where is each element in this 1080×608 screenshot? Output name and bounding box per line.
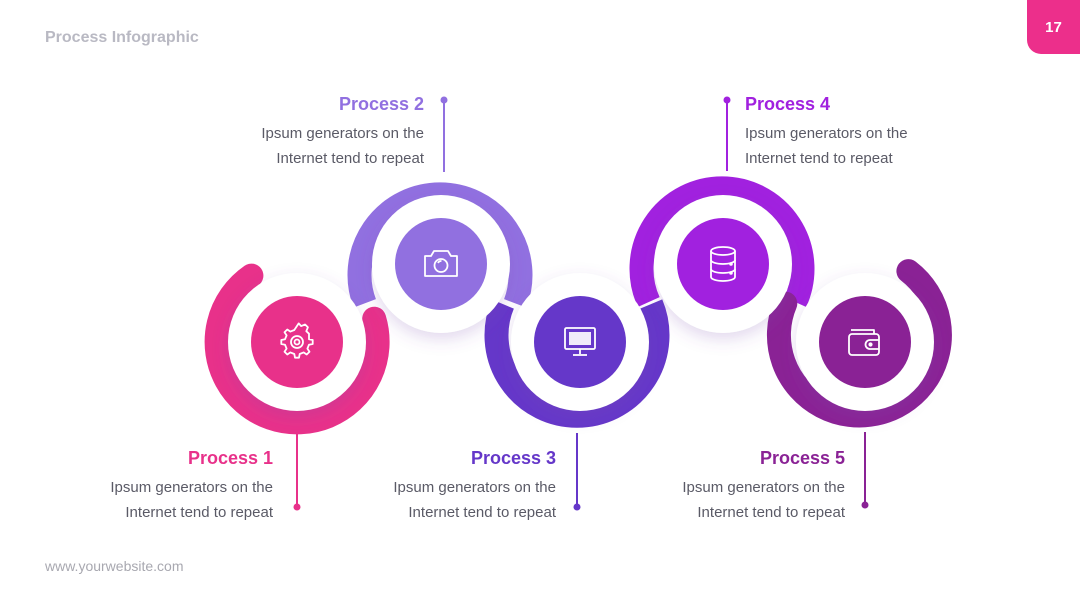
gear-icon [280, 322, 314, 359]
camera-icon [424, 250, 458, 277]
connector-3 [573, 433, 581, 511]
ring-process-5 [766, 259, 952, 428]
ring-process-2 [347, 182, 533, 308]
database-icon [710, 246, 736, 282]
connector-4 [723, 96, 731, 171]
label-process-4: Process 4 Ipsum generators on the Intern… [745, 93, 985, 171]
label-process-5: Process 5 Ipsum generators on the Intern… [605, 447, 845, 525]
process-1-description: Ipsum generators on the Internet tend to… [33, 475, 273, 525]
wallet-icon [848, 329, 880, 356]
process-5-description: Ipsum generators on the Internet tend to… [605, 475, 845, 525]
process-3-desc-line-1: Ipsum generators on the [393, 479, 556, 496]
process-3-desc-line-2: Internet tend to repeat [408, 504, 556, 521]
label-process-3: Process 3 Ipsum generators on the Intern… [316, 447, 556, 525]
process-3-description: Ipsum generators on the Internet tend to… [316, 475, 556, 525]
process-1-desc-line-2: Internet tend to repeat [125, 504, 273, 521]
process-5-desc-line-1: Ipsum generators on the [682, 479, 845, 496]
connector-2 [440, 96, 448, 172]
slide-title: Process Infographic [45, 29, 199, 46]
ring-process-1 [204, 263, 390, 435]
process-2-desc-line-2: Internet tend to repeat [276, 150, 424, 167]
process-3-title: Process 3 [470, 448, 556, 468]
process-4-title: Process 4 [745, 94, 831, 114]
process-2-title: Process 2 [338, 94, 424, 114]
process-2-description: Ipsum generators on the Internet tend to… [184, 121, 424, 171]
process-2-desc-line-1: Ipsum generators on the [261, 125, 424, 142]
label-process-2: Process 2 Ipsum generators on the Intern… [184, 93, 424, 171]
ring-process-4 [629, 176, 815, 308]
process-4-desc-line-2: Internet tend to repeat [745, 150, 893, 167]
label-process-1: Process 1 Ipsum generators on the Intern… [33, 447, 273, 525]
connector-5 [861, 432, 869, 509]
disc-process-2 [395, 218, 487, 310]
disc-process-5 [819, 296, 911, 388]
process-5-title: Process 5 [759, 448, 845, 468]
disc-process-1 [251, 296, 343, 388]
process-4-desc-line-1: Ipsum generators on the [745, 125, 908, 142]
footer-website[interactable]: www.yourwebsite.com [45, 558, 184, 574]
process-1-title: Process 1 [187, 448, 273, 468]
ring-process-3 [484, 299, 670, 428]
connector-1 [293, 432, 301, 511]
page-number-badge: 17 [1027, 0, 1080, 54]
monitor-icon [564, 327, 596, 356]
process-4-description: Ipsum generators on the Internet tend to… [745, 121, 985, 171]
process-5-desc-line-2: Internet tend to repeat [697, 504, 845, 521]
process-1-desc-line-1: Ipsum generators on the [110, 479, 273, 496]
